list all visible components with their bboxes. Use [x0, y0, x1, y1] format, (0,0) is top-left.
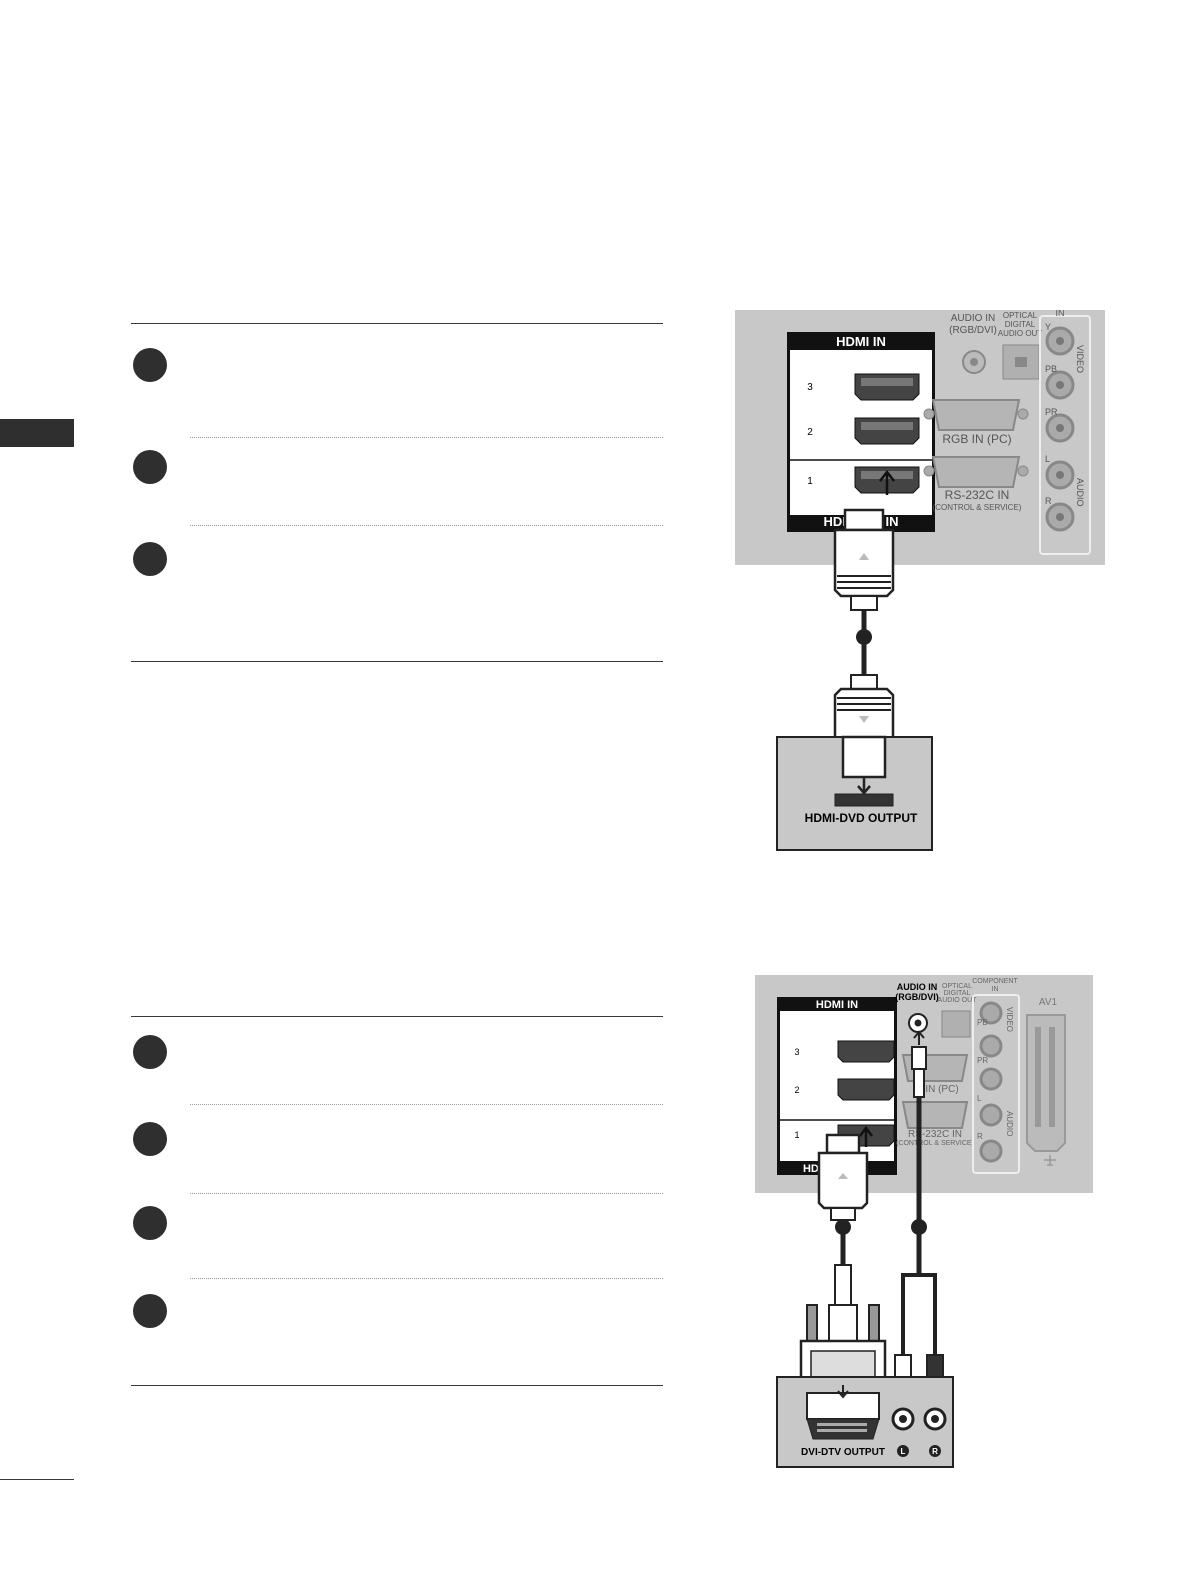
hdmi-port-2-label: 2	[807, 427, 813, 438]
audio-group-label: AUDIO	[1075, 478, 1085, 507]
optical-label-line3: AUDIO OUT	[938, 997, 978, 1004]
jack-l-label: L	[1045, 454, 1050, 464]
hdmi-port-1-label: 1	[794, 1130, 799, 1140]
component-input-group	[1039, 315, 1091, 555]
audio-r-badge	[929, 1445, 941, 1457]
section2-bottom-rule	[131, 1385, 663, 1386]
audio-in-sub-label: (RGB/DVI)	[895, 992, 939, 1002]
audio-cable-icon	[894, 1030, 944, 1400]
audio-l-badge	[897, 1445, 909, 1457]
section1-bottom-rule	[131, 661, 663, 662]
scart-av1-port-icon	[1026, 1014, 1066, 1152]
section1-step3-bullet	[133, 542, 167, 576]
insert-arrow-icon	[857, 778, 871, 795]
rs232c-sub-label: (CONTROL & SERVICE)	[933, 503, 1022, 512]
section2-step4-bullet	[133, 1294, 167, 1328]
chapter-tab	[0, 419, 74, 447]
rca-audio-l-jack-icon	[891, 1407, 915, 1431]
audio-r-label: R	[932, 1447, 938, 1456]
hdmi-in-label: HDMI IN	[816, 999, 858, 1011]
hdmi-output-port-icon	[834, 793, 894, 807]
component-label-line2: IN	[992, 986, 999, 993]
dvi-dtv-connection-diagram: HDMI IN HDMI 3 2 1 AUDIO IN (RGB/DVI) OP…	[755, 975, 1093, 1468]
optical-label-line1: OPTICAL	[1003, 311, 1038, 320]
hdmi-port-3-label: 3	[794, 1047, 799, 1057]
hdmi-port-3-label: 3	[807, 382, 813, 393]
section2-step-divider	[190, 1193, 663, 1194]
component-label-line1: COMPONENT	[972, 978, 1018, 985]
jack-r-label: R	[1045, 496, 1052, 506]
jack-r-label: R	[977, 1132, 983, 1141]
audio-l-label: L	[901, 1447, 906, 1456]
hdmi-port-3-icon	[837, 1040, 895, 1063]
jack-pb-label: PB	[1045, 364, 1057, 374]
audio-in-label: AUDIO IN	[951, 313, 995, 324]
hdmi-port-2-label: 2	[794, 1085, 799, 1095]
device-label-dvi-dtv-output: DVI-DTV OUTPUT	[801, 1447, 885, 1458]
device-label-hdmi-dvd-output: HDMI-DVD OUTPUT	[805, 811, 918, 825]
component-in-label: IN	[1056, 310, 1065, 318]
hdmi-port-1-label: 1	[807, 476, 813, 487]
jack-pb-label: PB	[977, 1018, 988, 1027]
jack-l-label: L	[977, 1094, 982, 1103]
audio-group-label: AUDIO	[1005, 1111, 1014, 1136]
hdmi-port-3-icon	[854, 373, 920, 401]
rgb-in-label: IN (PC)	[925, 1084, 958, 1095]
jack-pr-label: PR	[1045, 407, 1058, 417]
ground-icon	[1044, 1155, 1056, 1166]
rs232c-sub-label: (CONTROL & SERVICE)	[896, 1140, 974, 1147]
insert-arrow-icon	[859, 1125, 873, 1147]
section1-step1-bullet	[133, 348, 167, 382]
insert-arrow-icon	[879, 469, 895, 495]
component-input-group	[972, 994, 1020, 1174]
rca-audio-r-jack-icon	[923, 1407, 947, 1431]
jack-pr-label: PR	[977, 1056, 988, 1065]
section2-step2-bullet	[133, 1122, 167, 1156]
rgb-in-label: RGB IN (PC)	[942, 432, 1011, 446]
section2-step-divider	[190, 1104, 663, 1105]
jack-y-label: Y	[1045, 322, 1051, 332]
section2-step1-bullet	[133, 1035, 167, 1069]
section2-step-divider	[190, 1278, 663, 1279]
component-jacks-icon	[979, 1001, 1003, 1163]
av1-label: AV1	[1039, 997, 1058, 1008]
optical-label-line3: AUDIO OUT	[998, 329, 1043, 338]
audio-in-label: AUDIO IN	[897, 982, 938, 992]
rgb-in-port-icon	[923, 399, 1029, 431]
section2-top-rule	[131, 1016, 663, 1017]
hdmi-dvd-connection-diagram: HDMI IN HDMI/DVI IN 3 2 1 AUDIO IN (RGB/…	[735, 310, 1105, 851]
hdmi-port-2-icon	[854, 417, 920, 445]
dvi-output-port-icon	[806, 1418, 880, 1440]
page-footer-rule	[0, 1479, 74, 1480]
rs232c-label: RS-232C IN	[908, 1129, 962, 1140]
component-jacks-icon	[1045, 326, 1075, 532]
rs232c-port-icon	[901, 1101, 969, 1129]
audio-in-sub-label: (RGB/DVI)	[949, 325, 997, 336]
hdmi-port-2-icon	[837, 1078, 895, 1101]
rs232c-port-icon	[923, 456, 1029, 488]
rs232c-label: RS-232C IN	[945, 488, 1010, 502]
optical-label-line2: DIGITAL	[944, 990, 971, 997]
video-group-label: VIDEO	[1075, 345, 1085, 373]
section1-top-rule	[131, 323, 663, 324]
section1-step-divider	[190, 437, 663, 438]
insert-arrow-icon	[837, 1385, 849, 1399]
section1-step-divider	[190, 525, 663, 526]
video-group-label: VIDEO	[1005, 1007, 1014, 1032]
hdmi-in-label: HDMI IN	[836, 334, 886, 349]
optical-port-icon	[941, 1010, 971, 1038]
section2-step3-bullet	[133, 1206, 167, 1240]
section1-step2-bullet	[133, 450, 167, 484]
optical-label-line1: OPTICAL	[942, 983, 972, 990]
optical-label-line2: DIGITAL	[1005, 320, 1036, 329]
